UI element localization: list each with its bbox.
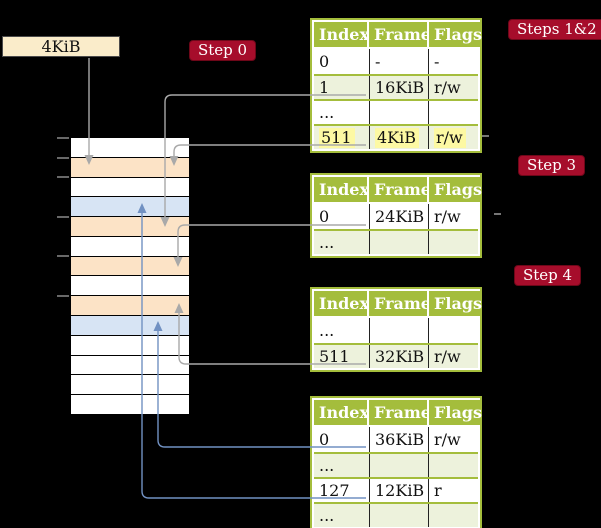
table-cell: r/w (428, 76, 478, 99)
memory-row-8-pt (71, 296, 189, 317)
column-header-flags: Flags (429, 177, 482, 202)
table-cell (428, 231, 478, 254)
table-row: ... (314, 229, 478, 254)
column-header-index: Index (314, 291, 369, 316)
memory-row-13-plain (71, 395, 189, 414)
table-cell: ... (319, 103, 335, 122)
badge-step3: Step 3 (518, 155, 586, 176)
badge-step4: Step 4 (514, 265, 582, 286)
table-cell: 511 (319, 347, 350, 366)
frame-boundary-ticks (57, 137, 69, 297)
badge-steps12: Steps 1&2 (508, 19, 601, 40)
table-cell: ... (319, 506, 335, 525)
table-cell: 0 (319, 430, 330, 449)
table-cell (369, 231, 428, 254)
table-cell: - (428, 49, 478, 74)
memory-row-6-pt (71, 256, 189, 277)
table-cell (428, 101, 478, 124)
memory-column (70, 137, 190, 415)
column-header-frame: Frame (369, 22, 431, 47)
table-cell: 24KiB (369, 204, 428, 229)
badge-step0: Step 0 (189, 40, 257, 61)
table-row: ... (314, 318, 478, 343)
column-header-index: Index (314, 400, 369, 425)
table-cell: r/w (428, 427, 478, 452)
table-cell (428, 504, 478, 527)
memory-row-3-data (71, 197, 189, 218)
table-row: ... (314, 502, 478, 527)
column-header-index: Index (314, 177, 369, 202)
column-header-frame: Frame (369, 400, 431, 425)
table-row: ... (314, 452, 478, 477)
table-cell: 12KiB (369, 479, 428, 502)
memory-row-11-plain (71, 355, 189, 376)
memory-row-5-plain (71, 236, 189, 257)
ptbr-box: 4KiB (2, 36, 120, 57)
table-cell: - (369, 49, 428, 74)
table-cell: ... (319, 321, 335, 340)
column-header-frame: Frame (369, 291, 431, 316)
memory-row-10-plain (71, 335, 189, 356)
memory-row-0-plain (71, 138, 189, 158)
table-cell: 1 (319, 78, 330, 97)
table-cell: 511 (314, 126, 369, 149)
highlighted-value: 511 (319, 127, 355, 148)
table-cell: r (428, 479, 478, 502)
column-header-flags: Flags (429, 291, 482, 316)
table-cell: r/w (428, 126, 478, 149)
table-cell (428, 454, 478, 477)
table-cell: 36KiB (369, 427, 428, 452)
memory-row-12-plain (71, 375, 189, 396)
table-cell: 127 (319, 481, 350, 500)
column-header-flags: Flags (429, 400, 482, 425)
table-cell: 0 (319, 52, 330, 71)
table-row: 0 -- (314, 49, 478, 74)
table-cell: ... (319, 233, 335, 252)
table-cell: r/w (428, 345, 478, 368)
table-cell: 16KiB (369, 76, 428, 99)
table-cell: 4KiB (369, 126, 428, 149)
memory-row-4-pt (71, 217, 189, 237)
memory-row-1-pt (71, 157, 189, 178)
highlighted-value: r/w (434, 127, 466, 148)
table-cell (428, 318, 478, 343)
memory-row-9-data (71, 316, 189, 336)
highlighted-value: 4KiB (375, 127, 420, 148)
column-header-index: Index (314, 22, 369, 47)
table-cell (369, 454, 428, 477)
table-cell: 32KiB (369, 345, 428, 368)
memory-row-7-plain (71, 276, 189, 297)
table-row: 511 4KiB r/w (314, 124, 478, 149)
table-cell: r/w (428, 204, 478, 229)
column-header-frame: Frame (369, 177, 431, 202)
table-row: ... (314, 99, 478, 124)
table-cell: ... (319, 456, 335, 475)
table-cell (369, 101, 428, 124)
table-cell (369, 504, 428, 527)
table-cell (369, 318, 428, 343)
column-header-flags: Flags (429, 22, 482, 47)
table-cell: 0 (319, 207, 330, 226)
memory-row-2-plain (71, 177, 189, 198)
